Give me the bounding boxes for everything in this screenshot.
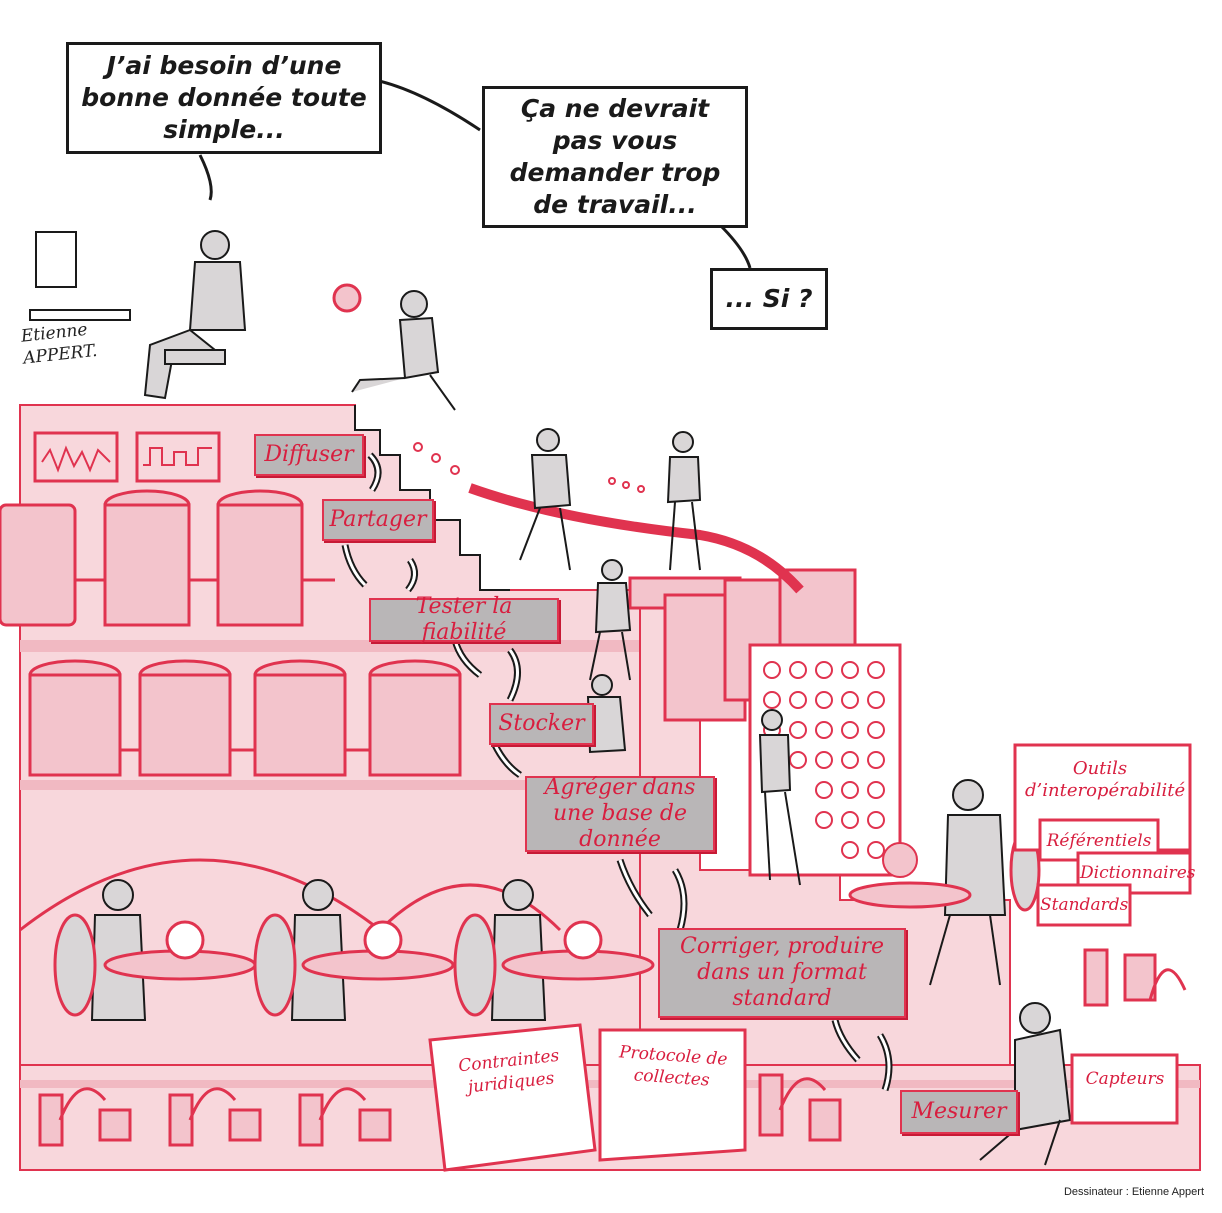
sign-capteurs: Capteurs <box>1085 1069 1165 1089</box>
desk-lamps <box>38 948 1187 1147</box>
storage-cylinders-upper <box>0 489 335 627</box>
step-agreger: Agréger dans une base de donnée <box>525 775 715 852</box>
artist-signature: Etienne APPERT. <box>19 319 99 369</box>
data-bubbles <box>332 283 645 493</box>
step-corriger: Corriger, produire dans un format standa… <box>658 928 906 1018</box>
bubble-tails <box>198 78 752 269</box>
signboards <box>428 743 1192 1172</box>
wave-monitors <box>33 431 221 483</box>
step-mesurer: Mesurer <box>900 1090 1018 1134</box>
speech-bubble-middle-text: Ça ne devrait pas vous demander trop de … <box>509 94 721 219</box>
sign-protocole: Protocole de collectes <box>618 1042 729 1091</box>
worker-tables <box>103 881 972 981</box>
storage-cylinders-lower <box>28 659 462 777</box>
speech-bubble-middle: Ça ne devrait pas vous demander trop de … <box>482 86 748 228</box>
sign-interop: Outils d’interopérabilité <box>1025 758 1186 801</box>
step-tester: Tester la fiabilité <box>369 594 559 645</box>
sign-referentiels: Référentiels <box>1046 831 1152 851</box>
flow-arrows-fill <box>343 453 891 1091</box>
step-stocker: Stocker <box>489 703 594 745</box>
speech-bubble-reply-text: ... Si ? <box>725 284 813 313</box>
step-diffuser: Diffuser <box>254 434 364 476</box>
sign-standards: Standards <box>1040 895 1129 915</box>
sign-dictionnaires: Dictionnaires <box>1080 863 1196 883</box>
illustrator-credit: Dessinateur : Etienne Appert <box>1063 1186 1204 1198</box>
speech-bubble-boss-text: J’ai besoin d’une bonne donnée toute sim… <box>81 51 367 144</box>
staircase <box>354 405 510 591</box>
step-partager: Partager <box>322 499 434 541</box>
speech-bubble-reply: ... Si ? <box>710 268 828 330</box>
speech-bubble-boss: J’ai besoin d’une bonne donnée toute sim… <box>66 42 382 154</box>
data-pipe <box>468 483 804 594</box>
tower-grid <box>763 661 885 859</box>
